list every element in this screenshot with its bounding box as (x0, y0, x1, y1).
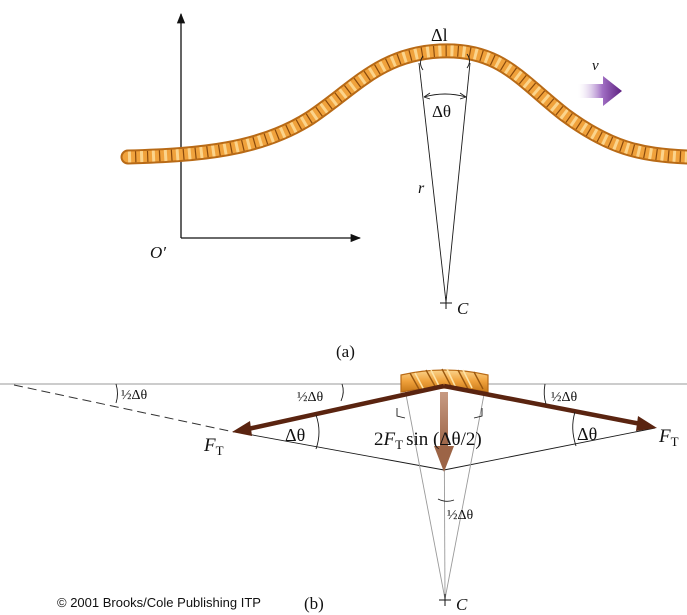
half-angle-arc-1 (115, 383, 118, 404)
arc-length-label: Δl (431, 25, 448, 45)
center-label-a: C (457, 299, 469, 318)
half-angle-label-2: ½Δθ (297, 390, 324, 405)
tension-vector-right (443, 383, 657, 431)
arc-mark-left (420, 55, 424, 71)
center-point-a (440, 297, 452, 309)
copyright-notice: © 2001 Brooks/Cole Publishing ITP (57, 595, 261, 610)
center-point-b (439, 594, 451, 606)
radius-line-left (418, 62, 447, 303)
half-angle-arc-3 (543, 383, 547, 405)
half-angle-arc-2 (340, 383, 344, 402)
center-label-b: C (456, 595, 468, 614)
dashed-extension (13, 384, 235, 433)
rope-pulse (120, 43, 687, 165)
angle-arc-b-right (572, 411, 577, 447)
angle-arc-a (423, 93, 467, 98)
panel-label-b: (b) (304, 594, 324, 613)
angle-label-b-right: Δθ (577, 424, 597, 444)
panel-label-a: (a) (336, 342, 355, 361)
rope-segment (400, 368, 489, 393)
panel-a: O′ r C Δl Δθ v (a) (120, 12, 687, 361)
radius-label: r (418, 180, 425, 197)
half-angle-arc-4 (437, 498, 455, 502)
origin-label: O′ (150, 243, 166, 262)
velocity-arrow (578, 76, 622, 106)
angle-label-a: Δθ (432, 102, 451, 121)
tension-label-right: FT (658, 426, 679, 449)
radial-line-left (403, 383, 446, 600)
angle-arc-b-left (315, 414, 320, 450)
radial-line-right (444, 383, 487, 600)
angle-label-b-left: Δθ (285, 425, 305, 445)
arc-mark-right (466, 53, 470, 69)
tension-vector-left (232, 383, 445, 436)
velocity-label: v (592, 58, 599, 74)
radius-line-right (445, 62, 471, 303)
half-angle-label-3: ½Δθ (551, 390, 578, 405)
tension-label-left: FT (203, 435, 224, 458)
half-angle-label-1: ½Δθ (121, 388, 148, 403)
half-angle-label-4: ½Δθ (447, 508, 474, 523)
net-force-arrow (434, 392, 454, 472)
